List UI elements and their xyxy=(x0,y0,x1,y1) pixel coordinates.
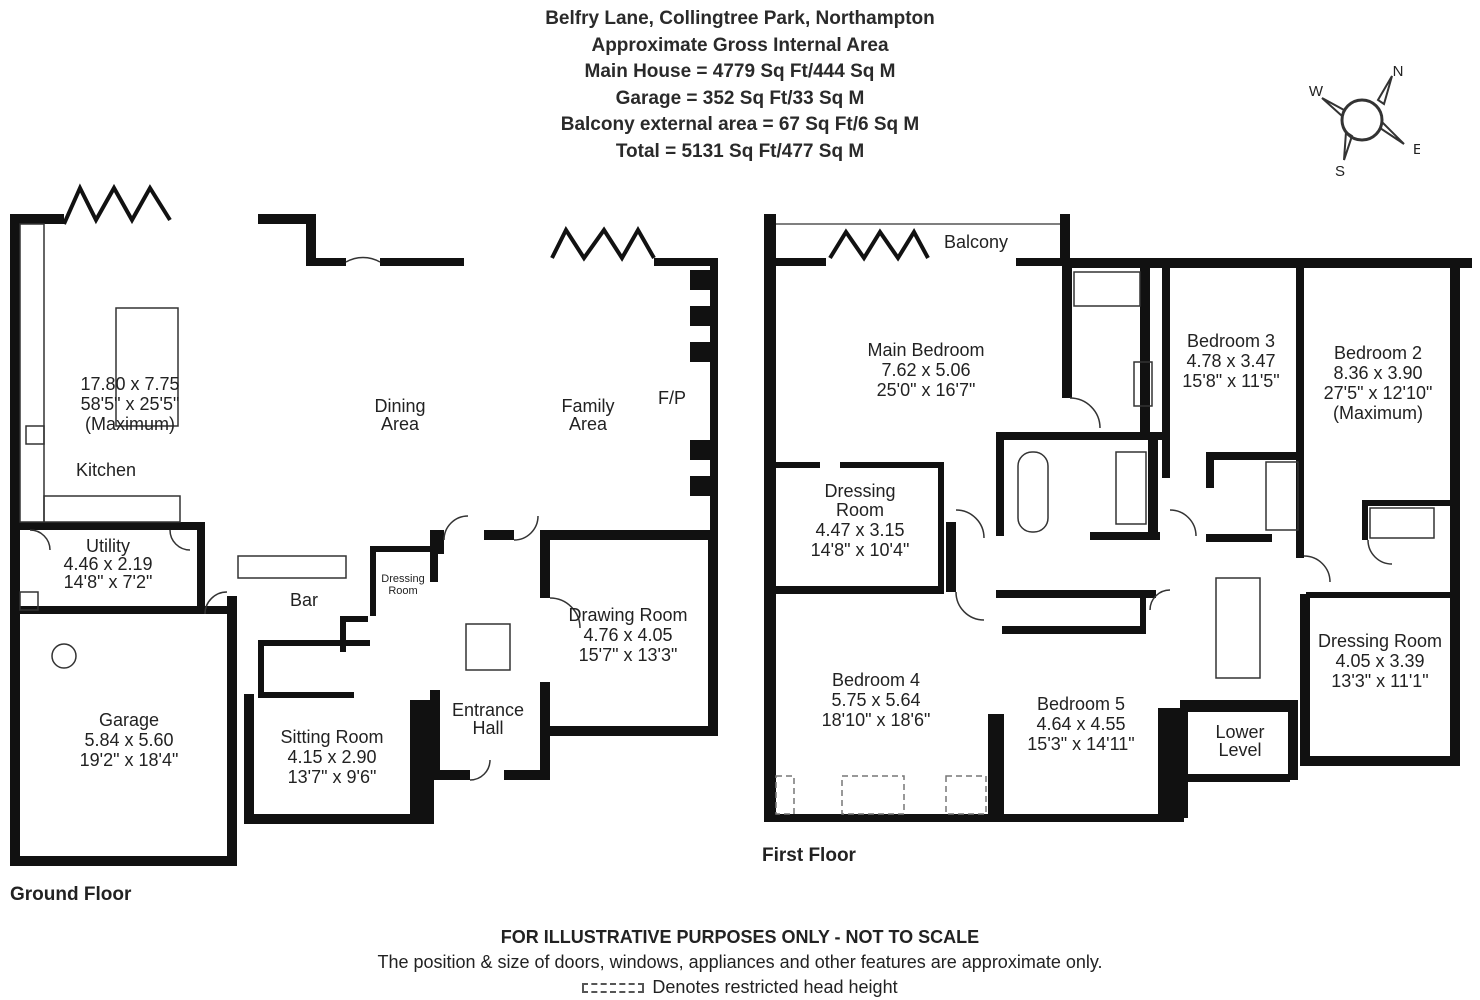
ff-dressing-room-2-name: Dressing Room xyxy=(1318,631,1442,651)
fixtures xyxy=(19,223,1435,679)
first-floor-label: First Floor xyxy=(762,845,857,866)
drawing-room-dim-ft: 15'7" x 13'3" xyxy=(579,645,678,665)
bedroom-5-dim-m: 4.64 x 4.55 xyxy=(1036,714,1125,734)
gf-dressing-label-2: Room xyxy=(388,585,417,597)
main-bedroom-name: Main Bedroom xyxy=(867,340,984,360)
entrance-hall-label-2: Hall xyxy=(472,718,503,738)
main-bedroom-dim-m: 7.62 x 5.06 xyxy=(881,360,970,380)
ff-dressing-dim-ft: 14'8" x 10'4" xyxy=(811,540,910,560)
lower-level-label-2: Level xyxy=(1218,740,1261,760)
ground-floor-label: Ground Floor xyxy=(10,884,132,905)
bedroom-2-dim-m: 8.36 x 3.90 xyxy=(1333,363,1422,383)
drawing-room-dim-m: 4.76 x 4.05 xyxy=(583,625,672,645)
drawing-room-name: Drawing Room xyxy=(568,605,687,625)
sitting-room-dim-ft: 13'7" x 9'6" xyxy=(288,767,377,787)
bedroom-2-name: Bedroom 2 xyxy=(1334,343,1422,363)
bedroom-2-note: (Maximum) xyxy=(1333,403,1423,423)
door-swings xyxy=(29,256,1393,781)
garage-dim-ft: 19'2" x 18'4" xyxy=(80,750,179,770)
fireplace xyxy=(690,270,710,496)
total-area: Total = 5131 Sq Ft/477 Sq M xyxy=(615,140,865,162)
main-bedroom-dim-ft: 25'0" x 16'7" xyxy=(877,380,976,400)
restricted-height-swatch xyxy=(582,983,645,994)
lower-level-label-1: Lower xyxy=(1215,722,1264,742)
ff-dressing-label-2: Room xyxy=(836,500,884,520)
folding-doors xyxy=(62,183,930,262)
sitting-room-name: Sitting Room xyxy=(280,727,383,747)
ff-dressing-room-2-dim-ft: 13'3" x 11'1" xyxy=(1331,671,1428,691)
dining-label-1: Dining xyxy=(374,396,425,416)
gf-dressing-label-1: Dressing xyxy=(381,573,424,585)
compass-west: W xyxy=(1309,83,1324,100)
utility-dim-ft: 14'8" x 7'2" xyxy=(64,572,153,592)
dining-label-2: Area xyxy=(381,414,420,434)
bedroom-5-name: Bedroom 5 xyxy=(1037,694,1125,714)
compass-east: E xyxy=(1413,141,1420,158)
ff-dressing-dim-m: 4.47 x 3.15 xyxy=(815,520,904,540)
legend-text: Denotes restricted head height xyxy=(652,977,898,997)
bedroom-3-name: Bedroom 3 xyxy=(1187,331,1275,351)
ff-dressing-label-1: Dressing xyxy=(824,481,895,501)
garage-dim-m: 5.84 x 5.60 xyxy=(84,730,173,750)
bedroom-3-dim-m: 4.78 x 3.47 xyxy=(1186,351,1275,371)
fireplace-label: F/P xyxy=(658,388,686,408)
area-title: Approximate Gross Internal Area xyxy=(591,34,889,56)
main-house-area: Main House = 4779 Sq Ft/444 Sq M xyxy=(584,61,896,82)
entrance-hall-label-1: Entrance xyxy=(452,700,524,720)
kitchen-label: Kitchen xyxy=(76,460,136,480)
compass-south: S xyxy=(1335,163,1345,180)
restricted-height-areas xyxy=(775,775,987,815)
sitting-room-dim-m: 4.15 x 2.90 xyxy=(287,747,376,767)
bedroom-4-dim-m: 5.75 x 5.64 xyxy=(831,690,920,710)
open-plan-note: (Maximum) xyxy=(85,414,175,434)
bedroom-3-dim-ft: 15'8" x 11'5" xyxy=(1182,371,1279,391)
bedroom-4-dim-ft: 18'10" x 18'6" xyxy=(822,710,931,730)
bedroom-2-dim-ft: 27'5" x 12'10" xyxy=(1324,383,1433,403)
utility-name: Utility xyxy=(86,536,130,556)
family-label-2: Area xyxy=(569,414,608,434)
first-floor-walls xyxy=(764,214,1472,822)
balcony-label: Balcony xyxy=(944,232,1008,252)
compass-north: N xyxy=(1393,63,1404,80)
plan-header: Belfry Lane, Collingtree Park, Northampt… xyxy=(0,6,1480,165)
family-label-1: Family xyxy=(562,396,615,416)
address-title: Belfry Lane, Collingtree Park, Northampt… xyxy=(545,8,935,29)
bedroom-4-name: Bedroom 4 xyxy=(832,670,920,690)
bedroom-5-dim-ft: 15'3" x 14'11" xyxy=(1027,734,1134,754)
garage-area: Garage = 352 Sq Ft/33 Sq M xyxy=(615,87,865,109)
ff-dressing-room-2-dim-m: 4.05 x 3.39 xyxy=(1335,651,1424,671)
disclaimer-note: The position & size of doors, windows, a… xyxy=(377,952,1103,972)
garage-name: Garage xyxy=(99,710,159,730)
bar-label: Bar xyxy=(290,590,318,610)
open-plan-dim-m: 17.80 x 7.75 xyxy=(80,374,179,394)
disclaimer-heading: FOR ILLUSTRATIVE PURPOSES ONLY - NOT TO … xyxy=(500,927,980,947)
ground-floor-walls xyxy=(10,214,718,866)
compass-rose-icon: N E S W xyxy=(1309,63,1420,180)
open-plan-dim-ft: 58'5" x 25'5" xyxy=(81,394,180,414)
legend: Denotes restricted head height xyxy=(0,977,1480,998)
utility-dim-m: 4.46 x 2.19 xyxy=(63,554,152,574)
balcony-area: Balcony external area = 67 Sq Ft/6 Sq M xyxy=(560,114,920,135)
